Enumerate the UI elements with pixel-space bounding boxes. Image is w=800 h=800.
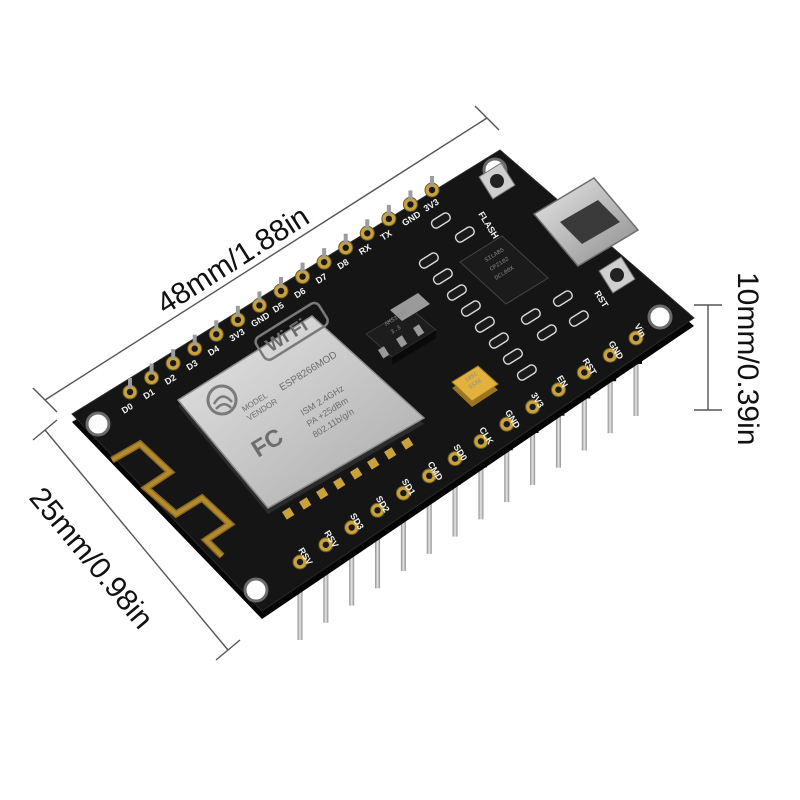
header-pin-tip xyxy=(128,378,132,388)
micro-usb-port xyxy=(532,177,640,267)
header-pin xyxy=(452,466,458,537)
header-pin-tip xyxy=(300,262,305,273)
mounting-hole xyxy=(243,577,269,603)
regulator-voltage: 3.3 xyxy=(389,324,402,336)
header-pin-tip xyxy=(279,277,283,287)
smd-component xyxy=(568,310,589,327)
header-pin-tip xyxy=(235,305,240,316)
smd-component xyxy=(430,212,451,229)
header-pin-tip xyxy=(386,204,391,215)
smd-component xyxy=(432,268,453,285)
header-pin xyxy=(400,501,406,572)
mounting-hole xyxy=(647,304,673,330)
width-label: 25mm/0.98in xyxy=(23,481,160,635)
header-pin xyxy=(375,518,381,589)
header-pin xyxy=(426,483,432,554)
header-pin-tip xyxy=(192,334,197,345)
header-pin xyxy=(530,414,536,485)
module-pad xyxy=(282,507,295,520)
header-pin-tip xyxy=(257,291,262,302)
header-pin xyxy=(478,449,484,520)
header-pin-tip xyxy=(322,248,327,259)
pin-height-label: 10mm/0.39in xyxy=(731,272,764,445)
espressif-logo-icon xyxy=(206,384,238,416)
smd-component xyxy=(502,348,523,365)
module-pad xyxy=(299,497,312,510)
smd-component xyxy=(520,308,541,325)
smd-component xyxy=(460,300,481,317)
smd-components xyxy=(418,212,589,381)
header-pin-tip xyxy=(214,320,219,331)
header-pin xyxy=(504,432,510,503)
smd-component xyxy=(552,290,573,307)
smd-component xyxy=(516,364,537,381)
module-pad xyxy=(367,457,380,470)
reset-button xyxy=(598,256,636,294)
usb-uart-chip: SILABS CP2102 DCL00X xyxy=(459,235,549,305)
mounting-hole xyxy=(85,411,111,437)
bottom-pin-pads xyxy=(292,330,644,570)
flash-button xyxy=(478,162,516,200)
header-pin-tip xyxy=(343,233,348,244)
tantalum-capacitor: 105C 5SXE xyxy=(451,365,499,407)
pcb-antenna xyxy=(110,439,236,559)
smd-component xyxy=(536,324,557,341)
header-pin-tip xyxy=(408,190,413,201)
smd-component xyxy=(454,226,475,243)
smd-component xyxy=(446,284,467,301)
header-pin xyxy=(349,535,355,606)
voltage-regulator: AMS1117 3.3 xyxy=(365,293,437,365)
module-pad xyxy=(350,467,363,480)
header-pin-tip xyxy=(171,349,176,360)
pin-height-dimension: 10mm/0.39in xyxy=(694,272,764,445)
module-pad xyxy=(384,447,397,460)
module-pad xyxy=(401,437,414,450)
module-pad xyxy=(315,487,329,500)
bottom-pin-labels: RSVRSVSD3SD2SD1CMDSD0CLKGND3V3ENRSTGNDVi… xyxy=(296,322,648,567)
header-pin-tip xyxy=(149,363,154,374)
header-pin xyxy=(323,552,329,623)
header-pin xyxy=(607,363,613,434)
header-pin xyxy=(555,397,561,468)
header-pin xyxy=(581,380,587,451)
header-pin xyxy=(297,570,303,640)
esp8266-module: Wi Fi MODEL VENDOR ESP8266MOD FC ISM 2.4… xyxy=(176,301,426,520)
module-pad xyxy=(333,477,346,490)
top-pin-pads xyxy=(122,176,440,400)
smd-component xyxy=(418,252,439,269)
header-pin-tip xyxy=(365,219,370,230)
smd-component xyxy=(474,316,495,333)
smd-component xyxy=(488,332,509,349)
header-pin xyxy=(633,346,639,416)
header-pin-tip xyxy=(430,176,434,186)
